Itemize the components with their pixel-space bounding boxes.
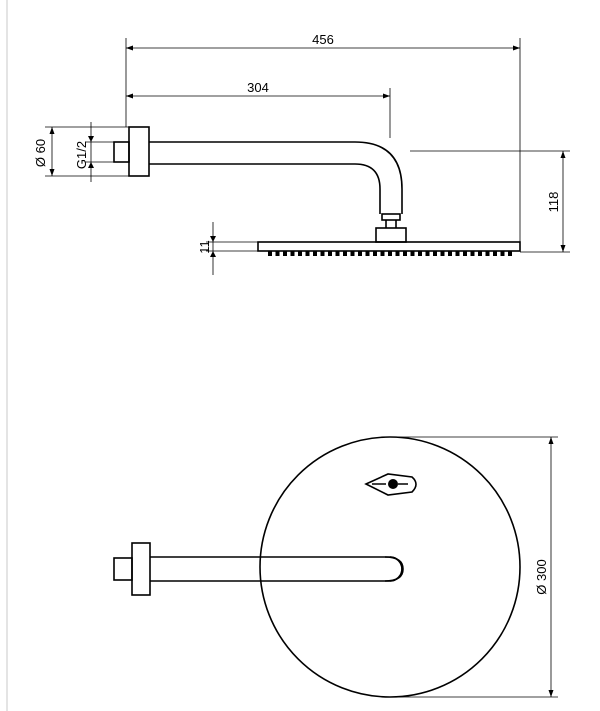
dim-arrow-g12-top — [88, 136, 94, 142]
nozzle — [403, 251, 407, 256]
nozzle — [335, 251, 340, 256]
nozzle — [328, 251, 332, 256]
nozzle — [283, 251, 287, 256]
head-connector — [375, 227, 407, 243]
nozzle — [470, 251, 475, 256]
brand-logo-icon — [364, 473, 417, 496]
nozzle — [305, 251, 310, 256]
side-view: 456 304 118 11 Ø 60 G1/2 — [33, 32, 570, 275]
shower-head-side — [257, 241, 521, 252]
nozzle — [358, 251, 362, 256]
dim-arrow-11-bottom — [210, 251, 216, 257]
nozzle — [478, 251, 482, 256]
nozzle — [500, 251, 505, 256]
nozzle — [298, 251, 302, 256]
nozzle — [493, 251, 497, 256]
nozzle — [313, 251, 317, 256]
nozzle — [388, 251, 392, 256]
dim-label-456: 456 — [312, 32, 334, 47]
shower-arm — [149, 141, 403, 214]
nozzle — [373, 251, 377, 256]
nozzle — [433, 251, 437, 256]
nozzle — [365, 251, 370, 256]
nozzle-row — [268, 251, 512, 256]
nozzle — [275, 251, 280, 256]
nozzle — [485, 251, 490, 256]
dim-arrow-g12-bottom — [88, 162, 94, 168]
thread-nipple-top — [113, 557, 133, 581]
nozzle — [320, 251, 325, 256]
nozzle — [343, 251, 347, 256]
nozzle — [290, 251, 295, 256]
nozzle — [448, 251, 452, 256]
nozzle — [508, 251, 512, 256]
nozzle — [395, 251, 400, 256]
dim-label-300: Ø 300 — [534, 559, 549, 594]
wall-flange — [128, 126, 150, 177]
shower-head-top — [259, 436, 521, 698]
dim-label-11: 11 — [197, 240, 212, 254]
top-view: Ø 300 — [113, 436, 558, 698]
dim-label-304: 304 — [247, 80, 269, 95]
dim-label-60: Ø 60 — [33, 139, 48, 167]
thread-nipple — [113, 141, 130, 163]
nozzle — [410, 251, 415, 256]
shower-arm-top — [150, 556, 403, 582]
nozzle — [418, 251, 422, 256]
nozzle — [380, 251, 385, 256]
nozzle — [440, 251, 445, 256]
nozzle — [463, 251, 467, 256]
swivel-joint — [381, 213, 401, 221]
arm-end-outer — [384, 556, 404, 582]
nozzle — [350, 251, 355, 256]
nozzle — [425, 251, 430, 256]
nozzle — [268, 251, 272, 256]
dim-arrow-11-top — [210, 236, 216, 242]
dim-label-118: 118 — [546, 192, 561, 213]
wall-flange-top — [131, 542, 151, 596]
nozzle — [455, 251, 460, 256]
dim-label-g12: G1/2 — [74, 141, 89, 169]
